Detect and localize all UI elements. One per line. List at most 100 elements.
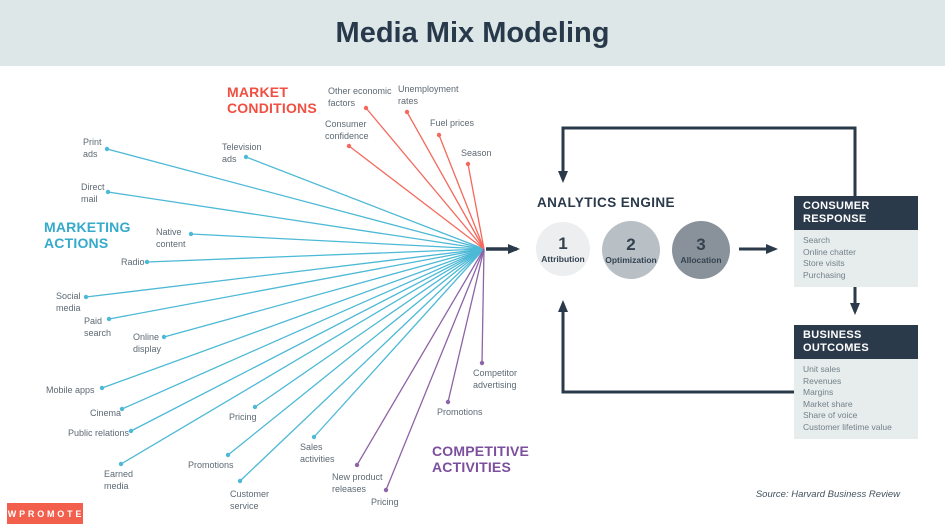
factor-label-sales-activities: Sales activities xyxy=(300,442,335,464)
analytics-engine-heading: ANALYTICS ENGINE xyxy=(537,195,675,210)
list-item: Purchasing xyxy=(803,269,846,280)
factor-line-mobile-apps xyxy=(101,248,485,389)
factor-line-earned-media xyxy=(120,248,485,465)
factor-line-promotions xyxy=(227,248,485,456)
factor-line-other-economic-factors xyxy=(365,107,485,250)
source-attribution: Source: Harvard Business Review xyxy=(755,489,900,500)
list-item: Revenues xyxy=(803,375,842,386)
wpromote-logo: WPROMOTE xyxy=(7,503,83,524)
factor-line-pricing xyxy=(254,248,485,408)
factor-dot-unemployment-rates xyxy=(404,109,410,115)
factor-line-competitor-advertising xyxy=(481,248,485,364)
consumer-response-title: CONSUMER RESPONSE xyxy=(794,196,918,231)
engine-step-label: Allocation xyxy=(680,254,722,265)
factor-dot-mobile-apps xyxy=(99,385,105,391)
factor-dot-online-display xyxy=(161,334,167,340)
factor-line-pricing xyxy=(385,248,485,491)
engine-step-number: 1 xyxy=(558,233,568,253)
feedback-arrow-top xyxy=(558,126,857,196)
list-item: Margins xyxy=(803,387,834,398)
factor-dot-print-ads xyxy=(104,146,110,152)
factor-line-customer-service xyxy=(239,248,485,482)
group-heading-market-conditions: MARKET CONDITIONS xyxy=(227,84,317,117)
factor-label-season: Season xyxy=(461,148,492,158)
factor-line-public-relations xyxy=(130,248,485,432)
factor-label-online-display: Online display xyxy=(133,332,162,354)
factor-label-promotions: Promotions xyxy=(437,407,483,417)
group-heading-marketing-actions: MARKETING ACTIONS xyxy=(44,219,131,252)
engine-step-label: Attribution xyxy=(541,253,585,264)
list-item: Share of voice xyxy=(803,410,858,421)
factor-dot-radio xyxy=(144,259,150,265)
factor-label-social-media: Social media xyxy=(56,291,81,313)
factor-dot-pricing xyxy=(383,487,389,493)
flow-arrows xyxy=(486,126,860,394)
factor-label-mobile-apps: Mobile apps xyxy=(46,385,95,395)
factor-line-promotions xyxy=(447,248,485,403)
factor-label-promotions: Promotions xyxy=(188,460,234,470)
list-item: Unit sales xyxy=(803,364,841,375)
factor-dot-fuel-prices xyxy=(436,132,442,138)
factor-label-public-relations: Public relations xyxy=(68,428,130,438)
factor-line-print-ads xyxy=(106,148,485,250)
factor-dot-consumer-confidence xyxy=(346,143,352,149)
factor-label-direct-mail: Direct mail xyxy=(81,182,105,204)
engine-step-number: 3 xyxy=(696,234,706,254)
factor-dot-earned-media xyxy=(118,461,124,467)
factor-dot-social-media xyxy=(83,294,89,300)
factor-line-radio xyxy=(146,248,485,263)
factor-dot-native-content xyxy=(188,231,194,237)
factor-dot-other-economic-factors xyxy=(363,105,369,111)
factor-label-fuel-prices: Fuel prices xyxy=(430,118,475,128)
factor-label-paid-search: Paid search xyxy=(84,316,112,338)
factor-line-native-content xyxy=(190,233,485,250)
factor-dot-direct-mail xyxy=(105,189,111,195)
factor-line-cinema xyxy=(121,248,485,410)
factor-dot-promotions xyxy=(225,452,231,458)
business-outcomes-title: BUSINESS OUTCOMES xyxy=(794,325,918,360)
factor-dot-promotions xyxy=(445,399,451,405)
factor-label-pricing: Pricing xyxy=(371,497,399,507)
list-item: Store visits xyxy=(803,258,845,269)
factor-label-unemployment-rates: Unemployment rates xyxy=(398,84,459,106)
factor-line-television-ads xyxy=(245,156,485,250)
factor-label-radio: Radio xyxy=(121,257,145,267)
feedback-arrow-bottom xyxy=(558,300,794,394)
factor-line-season xyxy=(467,163,485,250)
list-item: Customer lifetime value xyxy=(803,421,892,432)
factor-label-pricing: Pricing xyxy=(229,412,257,422)
factor-label-native-content: Native content xyxy=(156,227,186,249)
factor-dot-cinema xyxy=(119,406,125,412)
factor-label-competitor-advertising: Competitor advertising xyxy=(473,368,518,390)
factor-dot-competitor-advertising xyxy=(479,360,485,366)
factor-line-fuel-prices xyxy=(438,134,485,250)
factor-label-customer-service: Customer service xyxy=(230,489,270,511)
factor-dot-sales-activities xyxy=(311,434,317,440)
list-item: Market share xyxy=(803,398,853,409)
factor-label-other-economic-factors: Other economic factors xyxy=(328,86,392,108)
factor-line-online-display xyxy=(163,248,485,338)
factor-dot-new-product-releases xyxy=(354,462,360,468)
factor-line-direct-mail xyxy=(107,191,485,250)
factor-line-social-media xyxy=(85,248,485,298)
factor-dot-television-ads xyxy=(243,154,249,160)
list-item: Online chatter xyxy=(803,246,856,257)
list-item: Search xyxy=(803,235,830,246)
factor-line-consumer-confidence xyxy=(348,145,485,250)
factor-label-television-ads: Television ads xyxy=(222,142,262,164)
factor-line-new-product-releases xyxy=(356,248,485,466)
factor-line-paid-search xyxy=(108,248,485,320)
factor-label-cinema: Cinema xyxy=(90,408,122,418)
engine-step-label: Optimization xyxy=(605,254,657,265)
title-banner: Media Mix Modeling xyxy=(0,0,945,66)
factor-label-earned-media: Earned media xyxy=(104,469,134,491)
factor-dot-season xyxy=(465,161,471,167)
